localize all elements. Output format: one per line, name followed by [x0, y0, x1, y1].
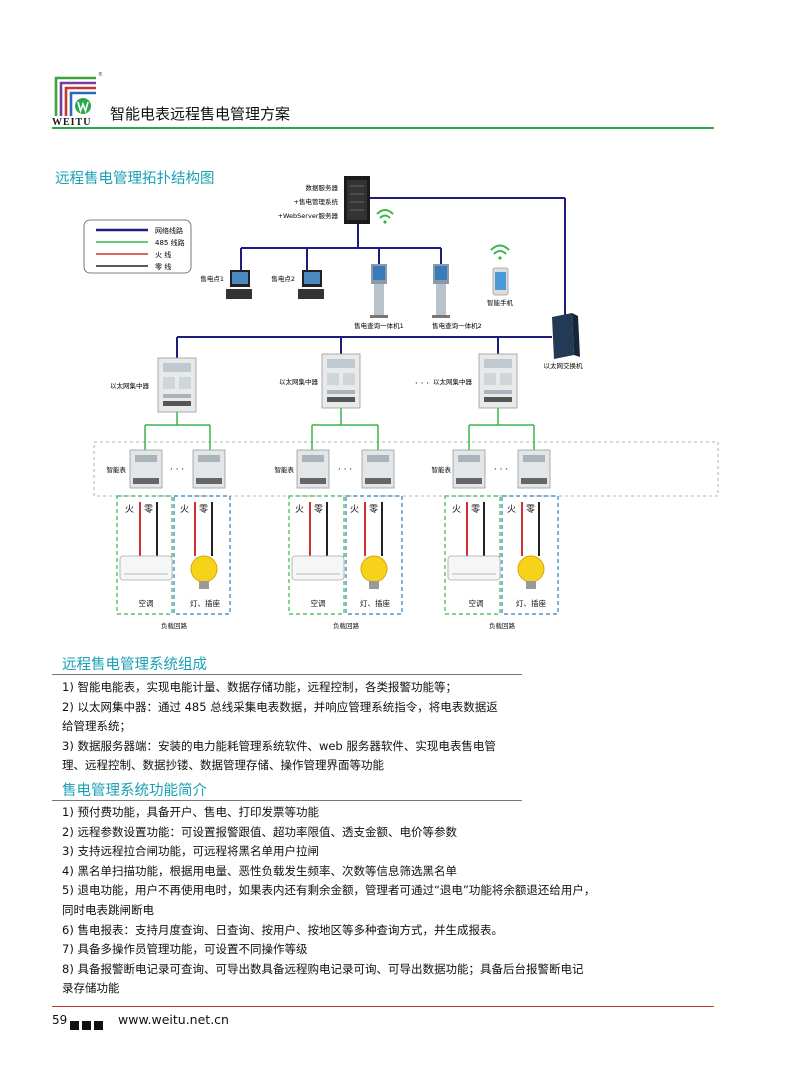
wifi-icon: [490, 244, 510, 260]
live-wire-label: 火: [180, 504, 189, 515]
legend-label: 火 线: [155, 250, 171, 259]
list-item: 1) 预付费功能，具备开户、售电、打印发票等功能: [62, 805, 319, 819]
neutral-wire-label: 零: [471, 504, 480, 515]
topology-title: 远程售电管理拓扑结构图: [55, 171, 215, 187]
live-wire-label: 火: [295, 504, 304, 515]
server-label: 数据服务器: [306, 183, 339, 192]
list-item: 6) 售电报表：支持月度查询、日查询、按用户、按地区等多种查询方式，并生成报表。: [62, 922, 503, 937]
concentrator-label: 以太网集中器: [110, 381, 150, 390]
meter-zone: [93, 441, 719, 497]
legend-label: 485 线路: [155, 238, 185, 247]
live-wire-label: 火: [507, 504, 516, 515]
smartphone-icon: [492, 267, 509, 296]
website-url: www.weitu.net.cn: [118, 1012, 229, 1027]
concentrator-icon: [478, 353, 518, 409]
server-label: +售电管理系统: [294, 197, 339, 206]
neutral-wire-label: 零: [314, 504, 323, 515]
neutral-wire-label: 零: [199, 504, 208, 515]
legend: 网络线路 485 线路 火 线 零 线: [83, 219, 192, 274]
svg-text:®: ®: [98, 71, 102, 78]
ellipsis: · · ·: [494, 465, 508, 475]
functions-divider: [52, 800, 522, 801]
load-loop-label: 负载回路: [489, 621, 516, 630]
legend-label: 零 线: [155, 262, 171, 271]
light-bulb-icon: [190, 555, 218, 589]
sale-point-label: 售电点1: [200, 274, 224, 283]
aircon-label: 空调: [311, 598, 326, 608]
page-number: 59: [52, 1013, 68, 1027]
list-item: 8) 具备报警断电记录可查询、可导出数具备远程购电记录可询、可导出数据功能；具备…: [62, 961, 584, 976]
list-item: 3) 支持远程拉合闸功能，可远程将黑名单用户拉闸: [62, 844, 319, 859]
load-loop-label: 负载回路: [161, 621, 188, 630]
ethernet-switch-icon: [552, 313, 580, 359]
load-loop-label: 负载回路: [333, 621, 360, 630]
footer-squares: [70, 1015, 106, 1034]
composition-title: 远程售电管理系统组成: [62, 657, 207, 673]
switch-label: 以太网交换机: [544, 361, 584, 370]
list-item: 7) 具备多操作员管理功能，可设置不同操作等级: [62, 942, 308, 957]
list-item: 理、远程控制、数据抄镂、数据管理存储、操作管理界面等功能: [62, 758, 384, 773]
legend-label: 网络线路: [155, 226, 183, 235]
functions-list: 1) 预付费功能，具备开户、售电、打印发票等功能 2) 远程参数设置功能：可设置…: [62, 803, 595, 999]
phone-label: 智能手机: [487, 298, 514, 307]
concentrator-label: 以太网集中器: [433, 377, 473, 386]
list-item: 给管理系统；: [62, 719, 131, 734]
concentrator-icon: [321, 353, 361, 409]
light-bulb-icon: [360, 555, 388, 589]
aircon-label: 空调: [469, 598, 484, 608]
brand-name: WEITU: [52, 117, 92, 128]
footer-divider: [52, 1006, 714, 1007]
air-conditioner-icon: [447, 555, 501, 581]
topology-diagram: 网络线路 485 线路 火 线 零 线 数据服务器 +售电管理系统 +WebSe…: [83, 176, 719, 630]
kiosk-icon: [370, 264, 388, 318]
lamp-label: 灯、插座: [516, 598, 546, 608]
list-item: 录存储功能: [62, 981, 120, 996]
kiosk-label: 售电查询一体机2: [432, 321, 482, 330]
ellipsis: · · ·: [415, 379, 429, 389]
list-item: 3) 数据服务器端：安装的电力能耗管理系统软件、web 服务器软件、实现电表售电…: [62, 738, 496, 753]
data-server-icon: [344, 176, 370, 224]
list-item: 2) 远程参数设置功能：可设置报警跟值、超功率限值、透支金额、电价等参数: [62, 824, 457, 839]
air-conditioner-icon: [119, 555, 173, 581]
list-item: 同时电表跳闸断电: [62, 902, 154, 917]
meter-label: 智能表: [275, 465, 295, 474]
pos-terminal-icon: [298, 270, 324, 299]
weitu-logo: ®: [54, 71, 102, 116]
air-conditioner-icon: [291, 555, 345, 581]
list-item: 5) 退电功能，用户不再使用电时，如果表内还有剩余金额，管理者可通过“退电”功能…: [62, 883, 596, 898]
header-divider: [52, 127, 714, 129]
neutral-wire-label: 零: [144, 504, 153, 515]
composition-divider: [52, 674, 522, 675]
live-wire-label: 火: [125, 504, 134, 515]
light-bulb-icon: [517, 555, 545, 589]
list-item: 1) 智能电能表，实现电能计量、数据存储功能，远程控制，各类报警功能等；: [62, 680, 457, 694]
meter-label: 智能表: [107, 465, 127, 474]
meter-label: 智能表: [432, 465, 452, 474]
neutral-wire-label: 零: [369, 504, 378, 515]
page-title: 智能电表远程售电管理方案: [110, 105, 291, 123]
functions-title: 售电管理系统功能简介: [62, 783, 207, 799]
live-wire-label: 火: [350, 504, 359, 515]
sale-point-label: 售电点2: [271, 274, 295, 283]
server-label: +WebServer服务器: [278, 211, 339, 220]
live-wire-label: 火: [452, 504, 461, 515]
lamp-label: 灯、插座: [360, 598, 390, 608]
neutral-wire-label: 零: [526, 504, 535, 515]
wifi-icon: [376, 209, 394, 224]
lamp-label: 灯、插座: [190, 598, 220, 608]
kiosk-label: 售电查询一体机1: [354, 321, 404, 330]
composition-list: 1) 智能电能表，实现电能计量、数据存储功能，远程控制，各类报警功能等； 2) …: [62, 678, 498, 776]
aircon-label: 空调: [139, 598, 154, 608]
pos-terminal-icon: [226, 270, 252, 299]
concentrator-label: 以太网集中器: [279, 377, 319, 386]
list-item: 4) 黑名单扫描功能，根据用电量、恶性负载发生频率、次数等信息筛选黑名单: [62, 863, 457, 878]
concentrator-icon: [157, 357, 197, 413]
list-item: 2) 以太网集中器：通过 485 总线采集电表数据，并响应管理系统指令，将电表数…: [62, 699, 498, 714]
kiosk-icon: [432, 264, 450, 318]
ellipsis: · · ·: [170, 465, 184, 475]
ellipsis: · · ·: [338, 465, 352, 475]
